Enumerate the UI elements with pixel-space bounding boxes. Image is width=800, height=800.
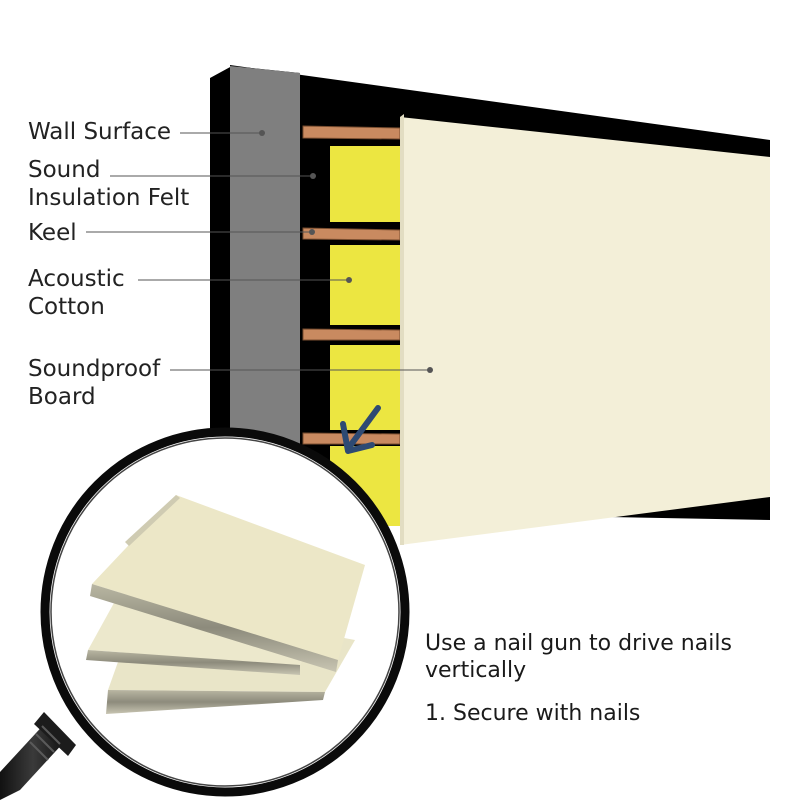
label-cotton-line-2: Cotton — [28, 294, 105, 320]
soundproof-board — [400, 117, 770, 545]
step-text: 1. Secure with nails — [425, 701, 641, 726]
soundproof-board-edge — [400, 114, 404, 545]
keel — [302, 125, 401, 140]
label-wall-surface-text: Wall Surface — [28, 119, 172, 145]
magnifier-icon — [0, 427, 410, 800]
label-wall-surface: Wall Surface — [28, 118, 171, 146]
acoustic-cotton-block — [330, 345, 400, 430]
keel — [302, 328, 401, 341]
acoustic-cotton-block — [330, 245, 400, 325]
label-cotton-line-1: Acoustic — [28, 266, 125, 292]
keel — [302, 227, 401, 241]
label-felt-line-2: Insulation Felt — [28, 185, 190, 211]
label-soundproof-board: Soundproof Board — [28, 355, 160, 411]
label-sound-insulation-felt: Sound Insulation Felt — [28, 156, 189, 212]
leader-lines — [86, 130, 433, 373]
board-sample-stack — [86, 495, 365, 714]
wall-surface-face — [230, 66, 300, 525]
label-board-line-2: Board — [28, 384, 96, 410]
magnifier-handle — [0, 712, 76, 800]
label-board-line-1: Soundproof — [28, 356, 161, 382]
label-acoustic-cotton: Acoustic Cotton — [28, 265, 125, 321]
instruction-text: Use a nail gun to drive nails vertically — [425, 631, 732, 683]
nail-direction-arrow-icon — [340, 405, 381, 454]
label-felt-line-1: Sound — [28, 157, 101, 183]
label-keel-text: Keel — [28, 220, 77, 246]
label-keel: Keel — [28, 219, 77, 247]
acoustic-cotton-block — [330, 146, 400, 222]
